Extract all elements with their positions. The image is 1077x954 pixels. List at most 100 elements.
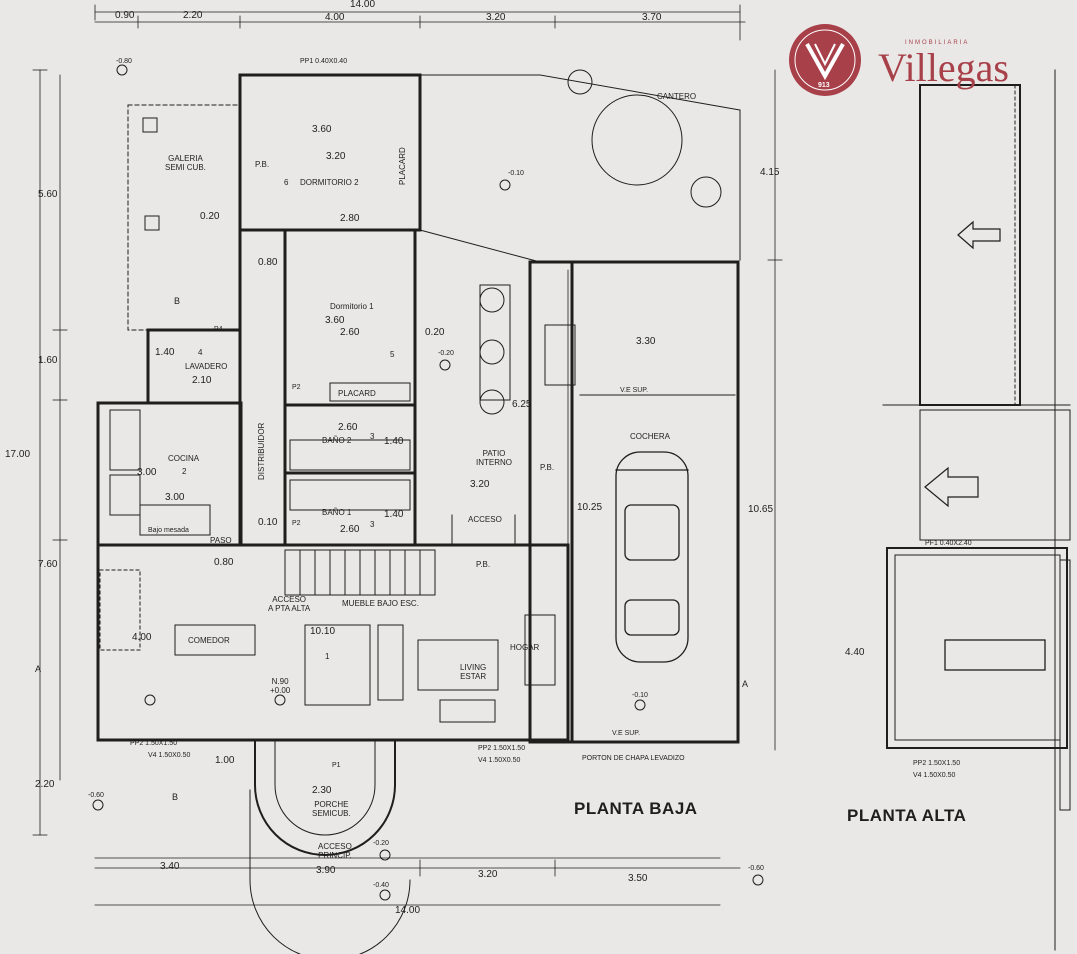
dim-int-3: 2.80: [340, 213, 360, 224]
level-2: -0.10: [508, 170, 524, 177]
room-cochera: COCHERA: [630, 432, 671, 441]
level-9: -0.60: [748, 865, 764, 872]
room-bajo-mesada: Bajo mesada: [148, 527, 189, 534]
room-bano-2-number: 3: [370, 432, 375, 441]
section-marker-b-top: B: [174, 296, 181, 306]
room-acceso: ACCESO: [468, 515, 502, 524]
room-pb-1: P.B.: [255, 160, 270, 169]
dim-top-total: 14.00: [350, 0, 376, 10]
room-placard-1: PLACARD: [338, 389, 376, 398]
direction-arrows: [924, 220, 1001, 508]
opening-v4-right: V4 1.50X0.50: [478, 757, 521, 764]
room-porche: PORCHE SEMICUB.: [312, 800, 351, 819]
room-dormitorio-2-number: 6: [284, 178, 289, 187]
room-lavadero: LAVADERO: [185, 362, 228, 371]
level-8: -0.40: [373, 882, 389, 889]
dim-right-3: 10.25: [577, 502, 603, 513]
level-3: -0.20: [438, 350, 454, 357]
dim-int-18: 3.20: [470, 479, 490, 490]
upper-floor: [882, 69, 1071, 951]
dim-bottom-2: 3.90: [316, 865, 336, 876]
dim-bottom-total: 14.00: [395, 905, 421, 916]
car-drawing: [615, 451, 689, 663]
room-galeria: GALERIA SEMI CUB.: [165, 154, 206, 173]
dim-int-2: 3.20: [326, 151, 346, 162]
room-acceso-pta-alta: ACCESO A PTA ALTA: [268, 595, 311, 614]
level-5: -0.10: [632, 692, 648, 699]
dim-int-1: 3.60: [312, 124, 332, 135]
dim-top-2: 2.20: [183, 10, 203, 21]
title-planta-alta: PLANTA ALTA: [847, 806, 967, 825]
room-cocina: COCINA: [168, 454, 200, 463]
opening-pp2-upper: PP2 1.50X1.50: [913, 760, 961, 767]
room-acceso-principal: ACCESO PRINCIP.: [318, 842, 352, 861]
room-dormitorio-1: Dormitorio 1: [330, 302, 374, 311]
opening-pp1: PP1 0.40X0.40: [300, 58, 348, 65]
opening-p4: P4: [214, 326, 223, 333]
opening-p1: P1: [332, 762, 341, 769]
level-7: -0.20: [373, 840, 389, 847]
room-patio-interno: PATIO INTERNO: [476, 449, 512, 468]
section-marker-b-bottom: B: [172, 792, 179, 802]
level-1: -0.80: [116, 58, 132, 65]
room-bano-2: BAÑO 2: [322, 436, 352, 445]
opening-ve-sup-1: V.E SUP.: [620, 387, 649, 394]
room-living-number: 1: [325, 652, 330, 661]
room-hogar: HOGAR: [510, 643, 540, 652]
opening-ve-sup-2: V.E SUP.: [612, 730, 641, 737]
dim-int-26: 0.80: [214, 557, 234, 568]
dim-left-4: 7.60: [38, 559, 58, 570]
room-distribuidor: DISTRIBUIDOR: [257, 422, 266, 480]
porch: [249, 739, 411, 954]
room-paso: PASO: [210, 536, 232, 545]
dim-int-11: 3.00: [137, 467, 157, 478]
dim-left-2: 1.60: [38, 355, 58, 366]
dim-int-23: 4.40: [845, 647, 865, 658]
level-6: -0.60: [88, 792, 104, 799]
dimension-lines: [32, 4, 783, 906]
dim-int-13: 2.60: [338, 422, 358, 433]
room-living: LIVING ESTAR: [460, 663, 487, 682]
opening-p2-2: P2: [292, 520, 301, 527]
interior-lines: [99, 74, 741, 723]
dim-int-16: 1.40: [384, 509, 404, 520]
dim-right-2: 10.65: [748, 504, 774, 515]
dim-int-7: 3.60: [325, 315, 345, 326]
room-bano-1: BAÑO 1: [322, 508, 352, 517]
opening-pp2-left: PP2 1.50X1.50: [130, 740, 178, 747]
dim-top-4: 3.20: [486, 12, 506, 23]
dim-int-4: 0.20: [200, 211, 220, 222]
plants: [479, 69, 722, 415]
dim-int-20: 6.25: [512, 399, 532, 410]
dim-bottom-1: 3.40: [160, 861, 180, 872]
dim-right-1: 4.15: [760, 167, 780, 178]
opening-pp2-right: PP2 1.50X1.50: [478, 745, 526, 752]
dim-bottom-3: 3.20: [478, 869, 498, 880]
dim-int-6: 2.60: [340, 327, 360, 338]
room-pb-3: P.B.: [476, 560, 491, 569]
section-marker-a-left: A: [35, 664, 42, 674]
dim-int-25: 1.00: [215, 755, 235, 766]
dim-int-21: 10.10: [310, 626, 336, 637]
dim-int-24: 2.30: [312, 785, 332, 796]
logo-tagline: INMOBILIARIA: [905, 40, 970, 46]
dim-int-5: 0.80: [258, 257, 278, 268]
dim-left-1: 5.60: [38, 189, 58, 200]
opening-pf1-upper: PF1 0.40X2.40: [925, 540, 972, 547]
dim-int-9: 1.40: [155, 347, 175, 358]
opening-porton: PORTON DE CHAPA LEVADIZO: [582, 755, 685, 762]
opening-v4-upper: V4 1.50X0.50: [913, 772, 956, 779]
logo-name: Villegas: [878, 45, 1009, 90]
villegas-logo-emblem: [789, 24, 861, 96]
dim-top-1: 0.90: [115, 10, 135, 21]
section-marker-a-right: A: [742, 679, 749, 689]
dim-left-3: 17.00: [5, 449, 31, 460]
room-pb-2: P.B.: [540, 463, 555, 472]
room-cantero: CANTERO: [657, 92, 697, 101]
dim-int-15: 2.60: [340, 524, 360, 535]
room-dormitorio-2: DORMITORIO 2: [300, 178, 359, 187]
room-bano-1-number: 3: [370, 520, 375, 529]
room-lavadero-number: 4: [198, 348, 203, 357]
